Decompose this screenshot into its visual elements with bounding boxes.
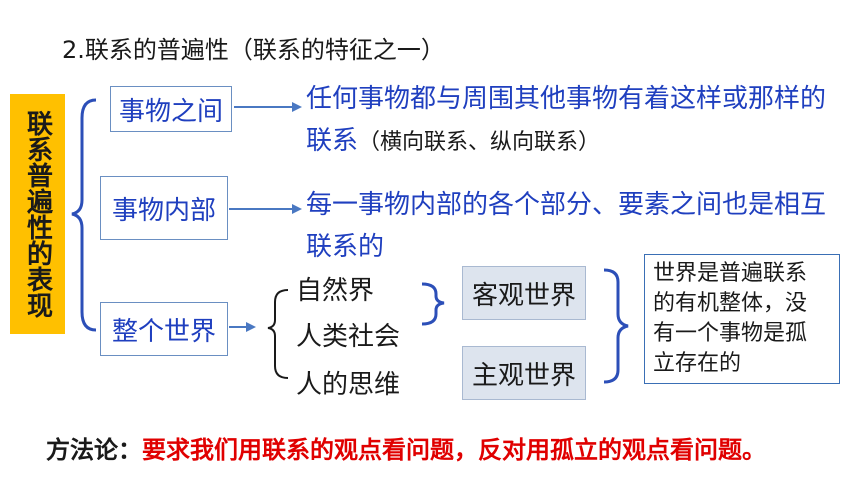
arrow-head-3: [246, 322, 256, 332]
methodology: 方法论：要求我们用联系的观点看问题，反对用孤立的观点看问题。: [46, 430, 766, 465]
conclusion-line: 有一个事物是孤: [653, 321, 808, 346]
conclusion-line: 的有机整体，没: [653, 291, 808, 316]
row1-line1: 任何事物都与周围其他事物有着这样或那样的: [306, 84, 827, 114]
label-between-things: 事物之间: [110, 86, 232, 132]
row2-line2: 联系的: [306, 232, 385, 262]
objective-brace: [421, 282, 445, 326]
conclusion-box: 世界是普遍联系 的有机整体，没 有一个事物是孤 立存在的: [644, 254, 840, 384]
conclusion-line: 世界是普遍联系: [653, 261, 808, 286]
row1-line2-blue: 联系: [306, 126, 359, 156]
methodology-value: 要求我们用联系的观点看问题，反对用孤立的观点看问题。: [142, 436, 766, 464]
item-thinking: 人的思维: [296, 370, 401, 400]
side-label: 联系普遍性的表现: [22, 110, 53, 318]
item-society: 人类社会: [296, 322, 401, 352]
side-label-bar: 联系普遍性的表现: [10, 94, 65, 334]
label-inside-things: 事物内部: [100, 176, 228, 240]
arrow-head-2: [292, 204, 302, 214]
conclusion-line: 立存在的: [653, 351, 742, 376]
item-nature: 自然界: [296, 276, 375, 306]
page-title: 2.联系的普遍性（联系的特征之一）: [62, 36, 445, 64]
items-brace: [267, 289, 289, 379]
row1-line2-black: （横向联系、纵向联系）: [358, 130, 601, 155]
methodology-key: 方法论：: [46, 436, 142, 464]
world-brace: [603, 268, 629, 384]
row2-text: 每一事物内部的各个部分、要素之间也是相互 联系的: [306, 184, 846, 268]
row1-text: 任何事物都与周围其他事物有着这样或那样的 联系（横向联系、纵向联系）: [306, 78, 846, 164]
main-brace: [71, 98, 97, 332]
label-whole-world: 整个世界: [100, 302, 228, 356]
row2-line1: 每一事物内部的各个部分、要素之间也是相互: [306, 190, 827, 220]
subjective-world-box: 主观世界: [462, 346, 586, 400]
objective-world-box: 客观世界: [462, 266, 586, 320]
arrow-head-1: [292, 102, 302, 112]
